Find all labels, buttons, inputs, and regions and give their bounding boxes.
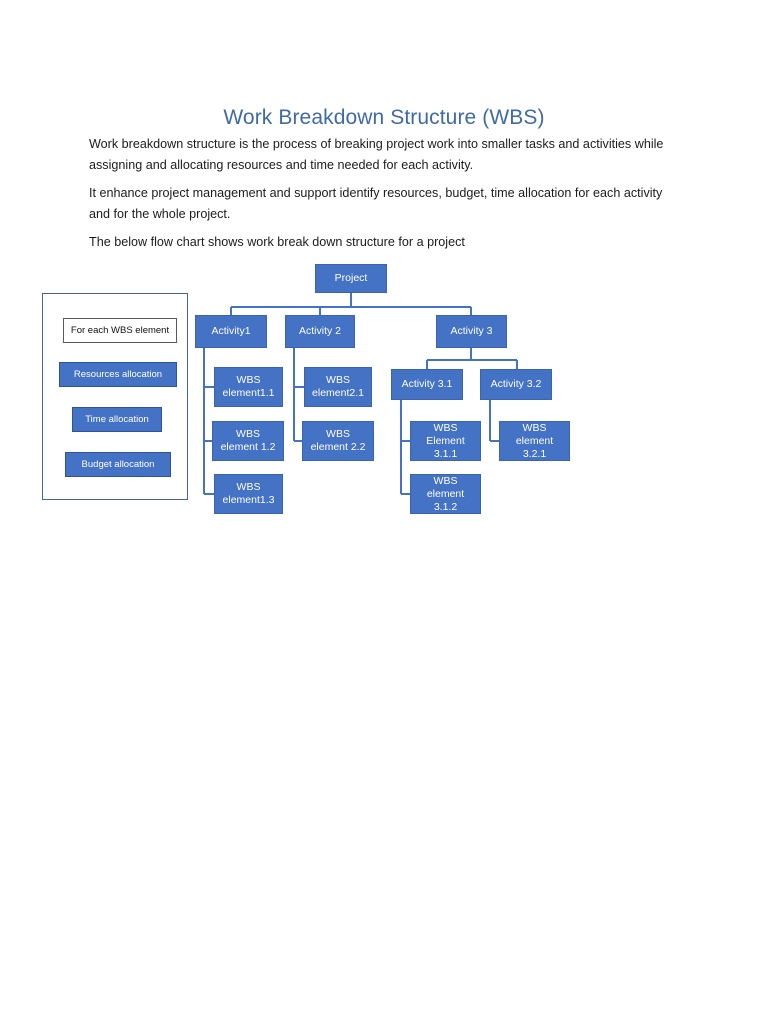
page-title: Work Breakdown Structure (WBS) — [223, 106, 545, 129]
legend-header-box[interactable]: For each WBS element — [63, 318, 177, 343]
node-wbs-element-2-2[interactable]: WBS element 2.2 — [302, 421, 374, 461]
intro-paragraph-1: Work breakdown structure is the process … — [89, 137, 664, 172]
node-project[interactable]: Project — [315, 264, 387, 293]
legend-item-budget-allocation[interactable]: Budget allocation — [65, 452, 171, 477]
node-wbs-element-3-1-2[interactable]: WBS element 3.1.2 — [410, 474, 481, 514]
node-wbs-element-2-1[interactable]: WBS element2.1 — [304, 367, 372, 407]
legend-panel: For each WBS element Resources allocatio… — [42, 293, 188, 500]
node-wbs-element-1-1[interactable]: WBS element1.1 — [214, 367, 283, 407]
legend-item-resources-allocation[interactable]: Resources allocation — [59, 362, 177, 387]
node-activity-1[interactable]: Activity1 — [195, 315, 267, 348]
intro-paragraph-3: The below flow chart shows work break do… — [89, 235, 465, 249]
node-activity-3-1[interactable]: Activity 3.1 — [391, 369, 463, 400]
node-activity-2[interactable]: Activity 2 — [285, 315, 355, 348]
node-activity-3-2[interactable]: Activity 3.2 — [480, 369, 552, 400]
node-wbs-element-1-3[interactable]: WBS element1.3 — [214, 474, 283, 514]
node-wbs-element-3-1-1[interactable]: WBS Element 3.1.1 — [410, 421, 481, 461]
node-wbs-element-1-2[interactable]: WBS element 1.2 — [212, 421, 284, 461]
legend-item-time-allocation[interactable]: Time allocation — [72, 407, 162, 432]
intro-paragraph-2: It enhance project management and suppor… — [89, 186, 663, 221]
node-wbs-element-3-2-1[interactable]: WBS element 3.2.1 — [499, 421, 570, 461]
node-activity-3[interactable]: Activity 3 — [436, 315, 507, 348]
